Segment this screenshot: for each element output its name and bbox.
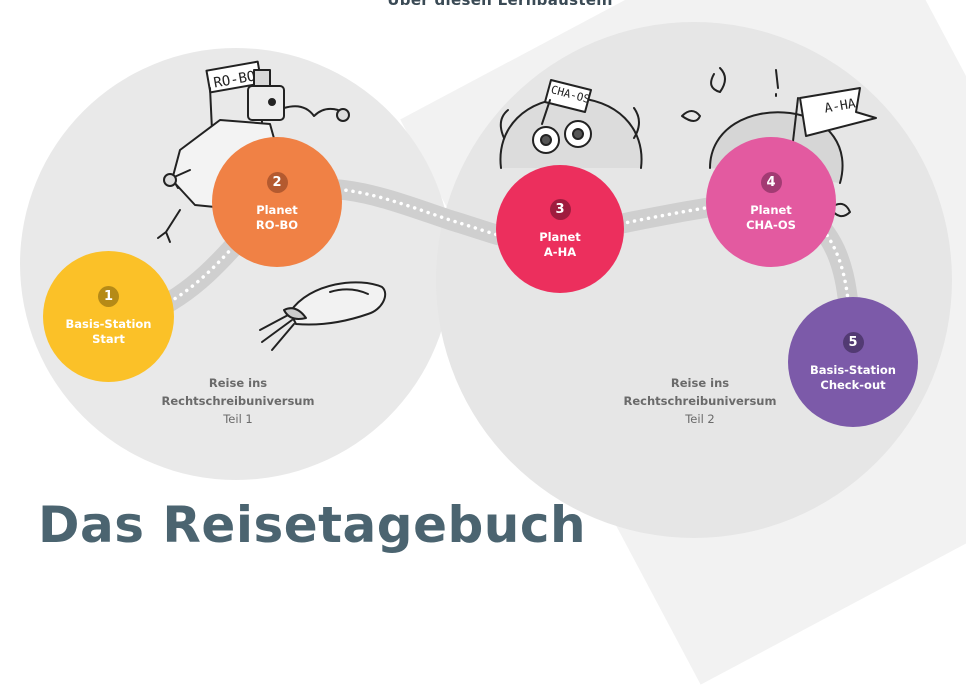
station-number-badge: 1 (98, 286, 119, 307)
caption-line-2: Rechtschreibuniversum (623, 394, 777, 408)
region-1-caption: Reise ins Rechtschreibuniversum Teil 1 (128, 374, 348, 428)
caption-line-2: Rechtschreibuniversum (161, 394, 315, 408)
station-label-line-2: A-HA (543, 244, 577, 259)
station-number-badge: 2 (266, 171, 288, 193)
station-label-line-1: Planet (750, 202, 792, 217)
station-label-line-2: Start (92, 332, 125, 346)
station-label-line-1: Planet (539, 229, 581, 244)
region-2-caption: Reise ins Rechtschreibuniversum Teil 2 (590, 374, 810, 428)
station-label-line-2: Check-out (820, 377, 886, 392)
caption-line-3: Teil 1 (223, 412, 253, 426)
caption-line-1: Reise ins (208, 376, 268, 390)
station-label-line-2: RO-BO (255, 217, 299, 232)
station-planet-aha[interactable]: 3 Planet A-HA (496, 165, 624, 293)
station-basis-start[interactable]: 1 Basis-Station Start (43, 251, 174, 382)
station-number-badge: 3 (549, 198, 571, 220)
station-label-line-2: CHA-OS (746, 217, 796, 232)
station-number-badge: 4 (760, 171, 782, 193)
caption-line-1: Reise ins (670, 376, 730, 390)
station-label-line-1: Basis-Station (65, 317, 152, 331)
chaos-planet-illustration: CHA-OS (499, 79, 643, 169)
section-heading: Über diesen Lernbaustein (387, 0, 613, 9)
aha-sign-text: A-HA (823, 96, 857, 116)
page-title: Das Reisetagebuch (38, 496, 587, 554)
station-number-badge: 5 (842, 331, 864, 353)
caption-line-3: Teil 2 (685, 412, 715, 426)
station-label-line-1: Basis-Station (810, 362, 896, 377)
spaceship-illustration (259, 281, 387, 351)
station-planet-chaos[interactable]: 4 Planet CHA-OS (706, 137, 836, 267)
station-basis-checkout[interactable]: 5 Basis-Station Check-out (788, 297, 918, 427)
station-label-line-1: Planet (256, 202, 298, 217)
station-planet-robo[interactable]: 2 Planet RO-BO (212, 137, 342, 267)
robo-sign-text: RO-BO (212, 68, 256, 91)
